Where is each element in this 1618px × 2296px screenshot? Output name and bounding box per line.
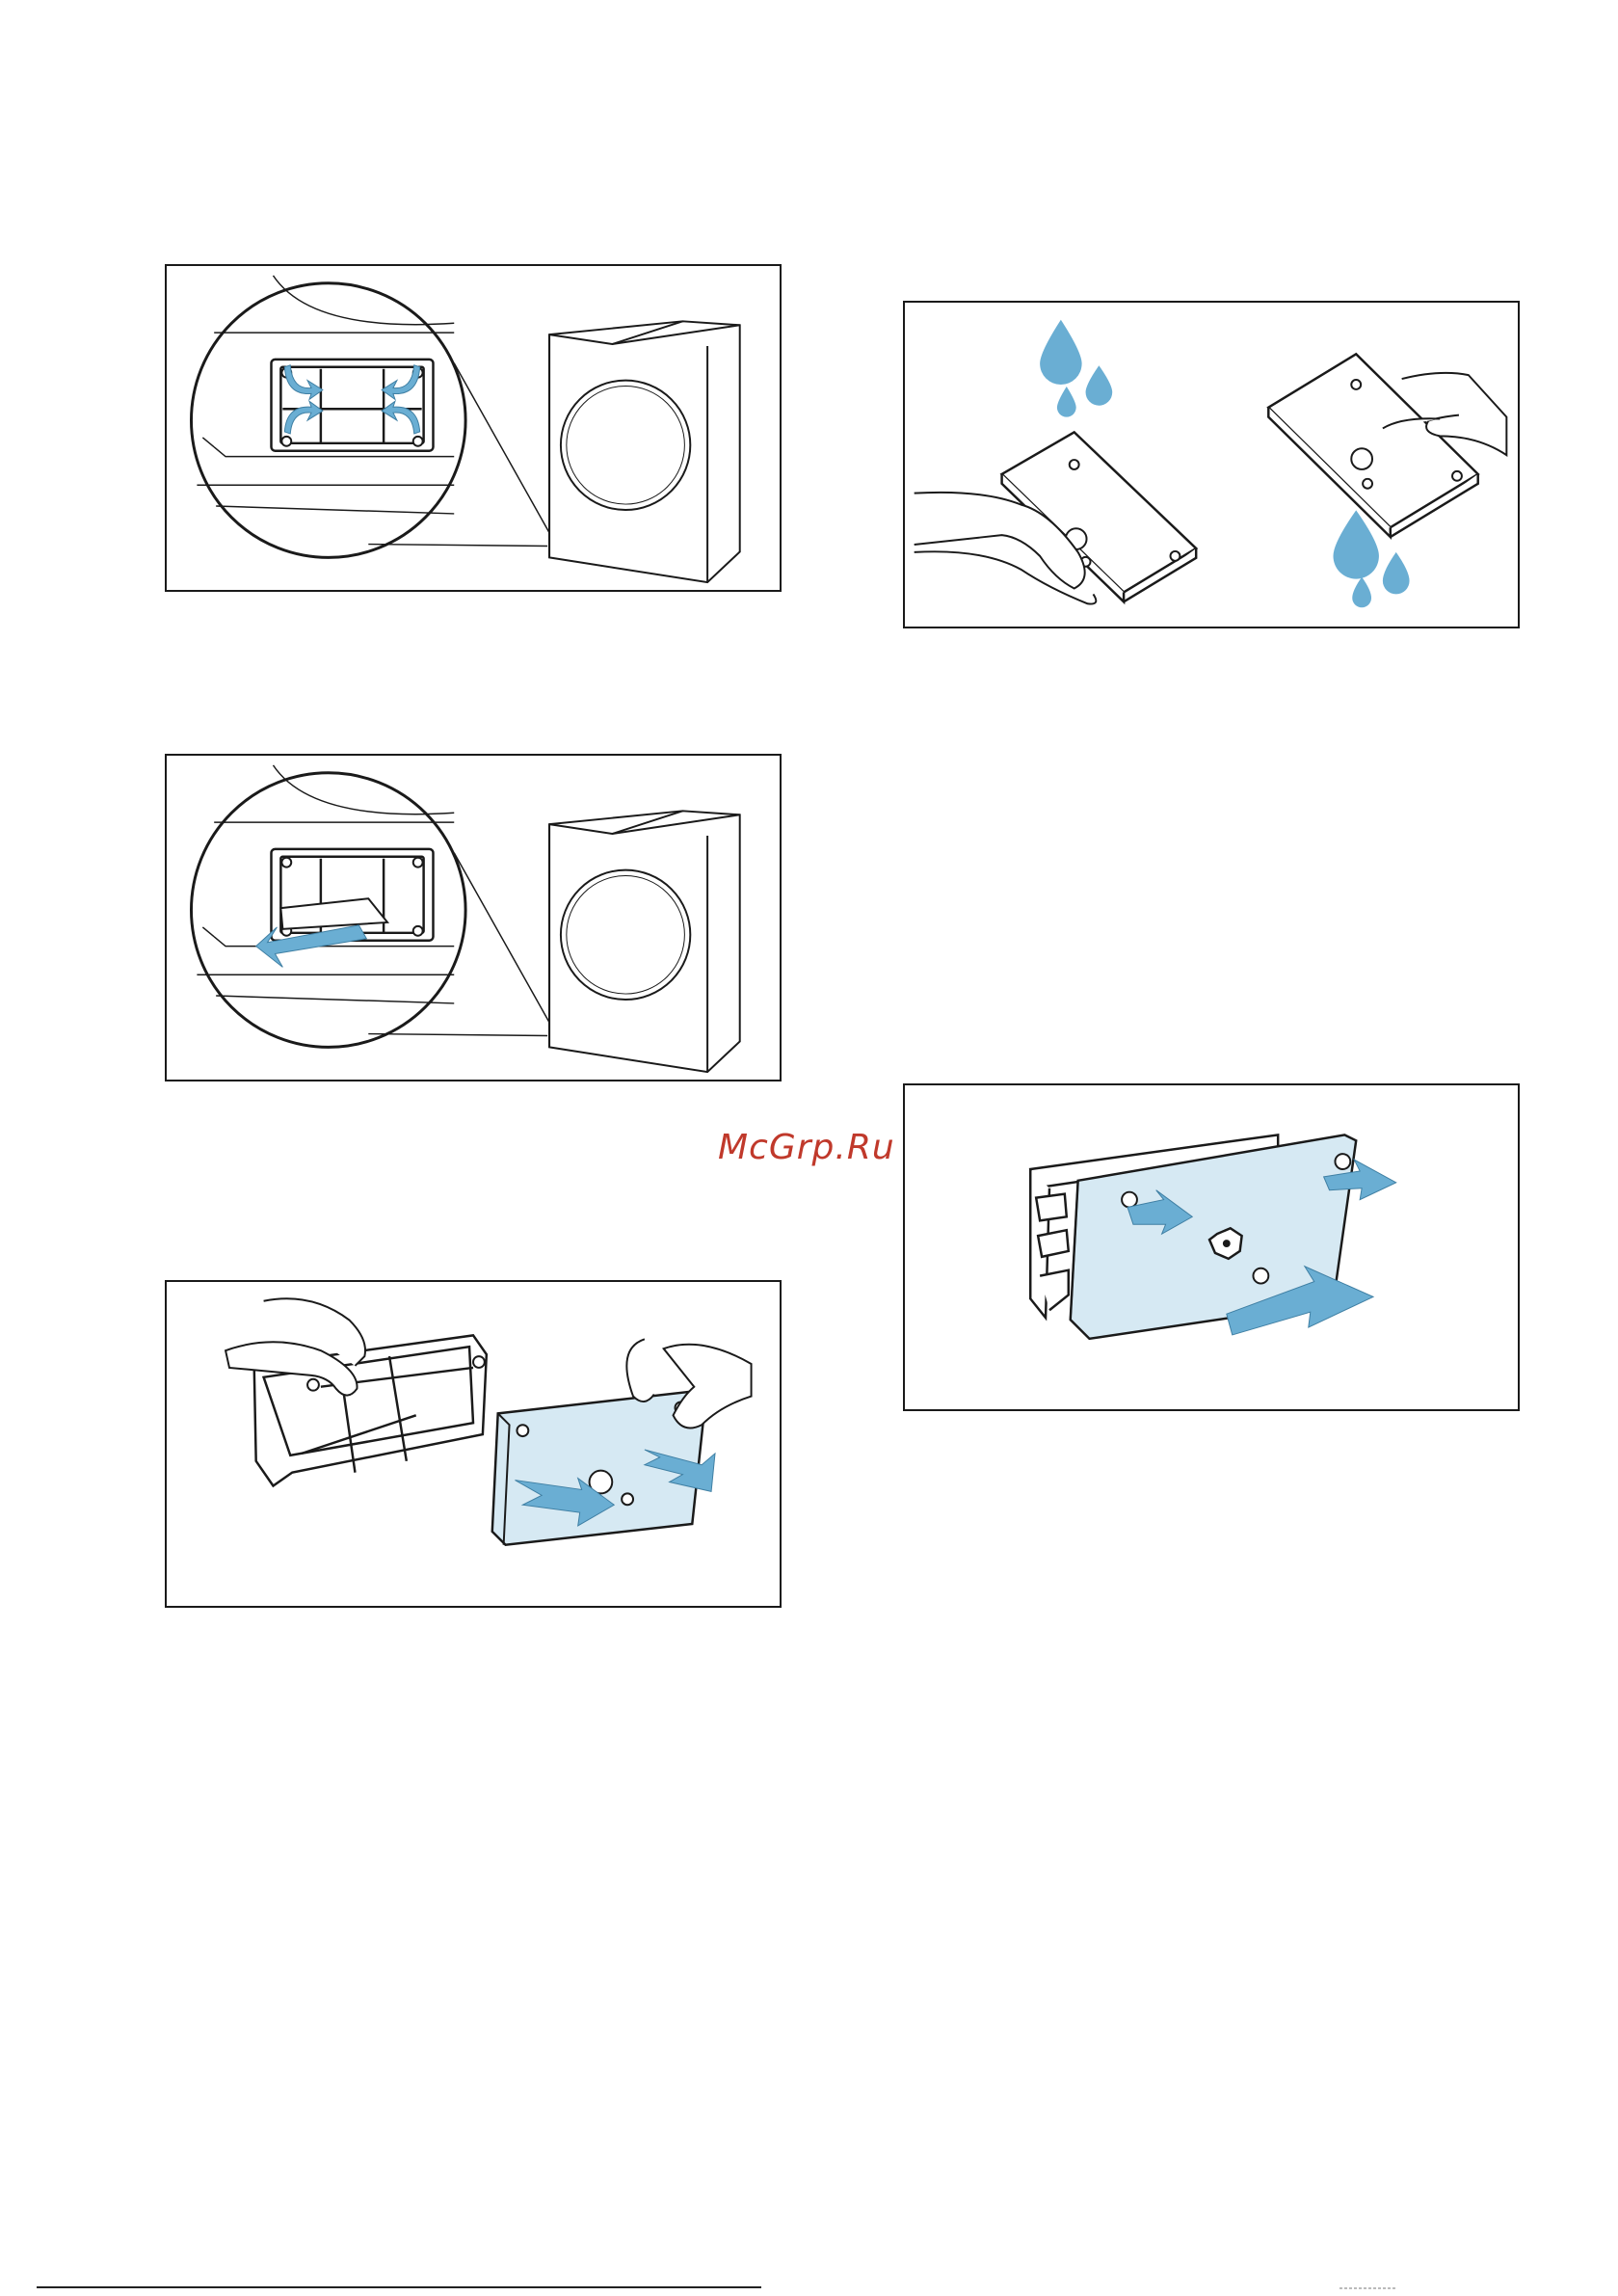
figure-rinse-filter: [903, 301, 1520, 628]
separate-filter-parts-icon: [167, 1282, 780, 1606]
figure-separate-filter: [165, 1280, 782, 1608]
unlock-filter-frame-icon: [167, 266, 780, 590]
footer-rule: [37, 2286, 761, 2288]
figure-pull-out-filter: [165, 754, 782, 1081]
reassemble-filter-icon: [905, 1085, 1518, 1409]
figure-reassemble-filter: [903, 1083, 1520, 1411]
footer-mark-icon: [1339, 2283, 1397, 2290]
figure-unlock-filter: [165, 264, 782, 592]
rinse-filter-under-water-icon: [905, 303, 1518, 627]
watermark-text: McGrp.Ru: [718, 1128, 895, 1167]
pull-out-filter-icon: [167, 756, 780, 1080]
